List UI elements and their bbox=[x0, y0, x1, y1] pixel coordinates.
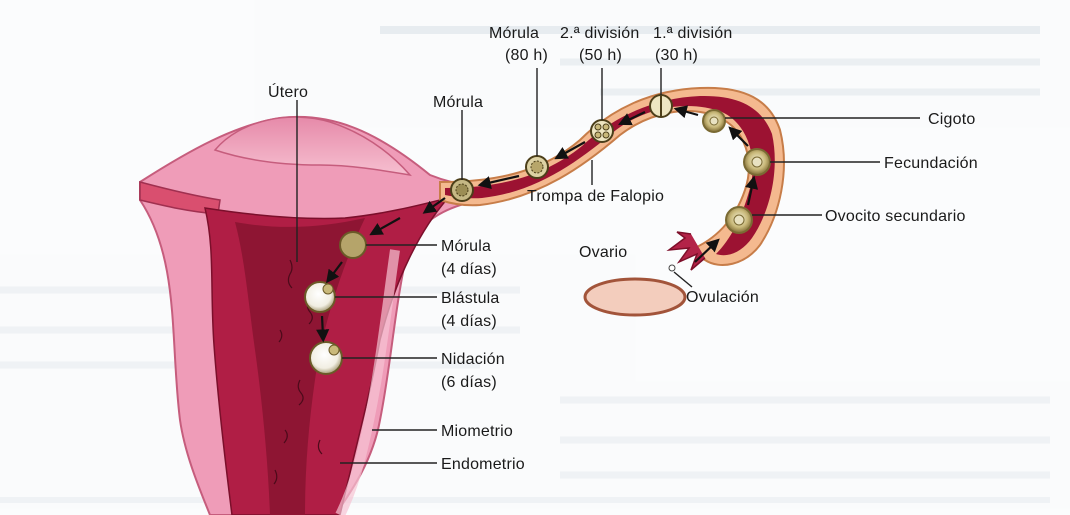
label-ovario: Ovario bbox=[579, 244, 627, 261]
label-trompa: Trompa de Falopio bbox=[527, 188, 664, 205]
label-fecundacion: Fecundación bbox=[884, 155, 978, 172]
morula-tube-core bbox=[456, 184, 468, 196]
morula80-core bbox=[531, 161, 543, 173]
div2-q3 bbox=[595, 132, 601, 138]
label-div1-b: (30 h) bbox=[655, 47, 698, 64]
label-morula4-a: Mórula bbox=[441, 238, 491, 255]
label-cigoto: Cigoto bbox=[928, 111, 975, 128]
label-morula80-a: Mórula bbox=[489, 25, 539, 42]
fecundacion-nucleus bbox=[752, 157, 762, 167]
nidacion-mass bbox=[329, 345, 339, 355]
released-ovum bbox=[669, 265, 675, 271]
label-utero: Útero bbox=[268, 82, 308, 101]
div2-q2 bbox=[603, 124, 609, 130]
label-div2-b: (50 h) bbox=[579, 47, 622, 64]
label-div2-a: 2.ª división bbox=[560, 25, 639, 42]
label-nidacion-b: (6 días) bbox=[441, 374, 497, 391]
label-endometrio: Endometrio bbox=[441, 456, 525, 473]
label-ovulacion: Ovulación bbox=[686, 289, 759, 306]
label-morula-tubo: Mórula bbox=[433, 94, 483, 111]
ovary bbox=[585, 279, 685, 315]
ovocito-nucleus bbox=[734, 215, 744, 225]
label-blastula-a: Blástula bbox=[441, 290, 500, 307]
arrow-blast-nid bbox=[322, 316, 323, 336]
blastula-mass bbox=[323, 284, 333, 294]
div2-cell bbox=[591, 120, 613, 142]
label-blastula-b: (4 días) bbox=[441, 313, 497, 330]
label-ovocito: Ovocito secundario bbox=[825, 208, 966, 225]
morula4-cell bbox=[340, 232, 366, 258]
label-nidacion-a: Nidación bbox=[441, 351, 505, 368]
label-miometrio: Miometrio bbox=[441, 423, 513, 440]
cigoto-nucleus bbox=[710, 117, 718, 125]
div2-q4 bbox=[603, 132, 609, 138]
div2-q1 bbox=[595, 124, 601, 130]
label-div1-a: 1.ª división bbox=[653, 25, 732, 42]
label-morula80-b: (80 h) bbox=[505, 47, 548, 64]
label-morula4-b: (4 días) bbox=[441, 261, 497, 278]
